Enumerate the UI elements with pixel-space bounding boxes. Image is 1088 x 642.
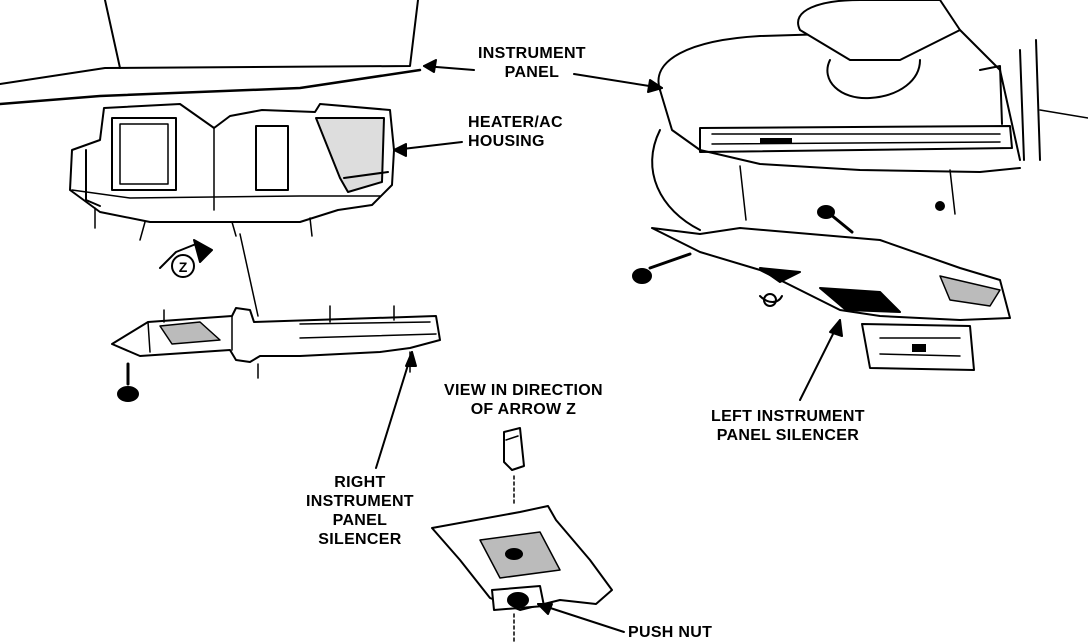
push-nut-label: PUSH NUT <box>628 623 712 642</box>
leader-lines <box>375 59 843 633</box>
screw-icon <box>117 362 139 402</box>
heater-ac-housing-drawing <box>69 103 395 241</box>
left-instrument-panel-silencer-label: LEFT INSTRUMENT PANEL SILENCER <box>711 407 865 445</box>
left-silencer-label-line-1: LEFT INSTRUMENT <box>711 408 865 425</box>
right-instrument-panel-silencer-label: RIGHT INSTRUMENT PANEL SILENCER <box>306 473 414 549</box>
screw-icon-right <box>632 201 945 284</box>
view-arrow-z-label-line-1: VIEW IN DIRECTION <box>444 382 603 399</box>
heater-ac-housing-label: HEATER/AC HOUSING <box>468 113 563 151</box>
left-side-dash-drawing <box>651 0 1088 231</box>
instrument-panel-label-line-1: INSTRUMENT <box>478 45 586 62</box>
view-arrow-z-label: VIEW IN DIRECTION OF ARROW Z <box>444 381 603 419</box>
right-silencer-label-line-3: PANEL <box>332 512 388 529</box>
heater-ac-housing-label-line-1: HEATER/AC <box>468 114 563 131</box>
push-nut-label-text: PUSH NUT <box>628 624 713 641</box>
right-silencer-label-line-1: RIGHT <box>334 474 386 491</box>
heater-ac-housing-label-line-2: HOUSING <box>468 133 545 150</box>
left-silencer-drawing <box>651 227 1011 371</box>
view-arrow-z-label-line-2: OF ARROW Z <box>470 401 577 418</box>
push-nut-detail-drawing <box>431 427 613 642</box>
arrow-z-letter: Z <box>179 259 188 275</box>
right-silencer-label-line-4: SILENCER <box>318 531 402 548</box>
right-silencer-label-line-2: INSTRUMENT <box>306 493 414 510</box>
arrow-z-icon: Z <box>159 239 213 278</box>
left-silencer-label-line-2: PANEL SILENCER <box>716 427 860 444</box>
left-instrument-panel-drawing <box>0 0 422 106</box>
instrument-panel-label: INSTRUMENT PANEL <box>478 44 586 82</box>
right-silencer-drawing <box>111 233 441 379</box>
instrument-panel-label-line-2: PANEL <box>504 64 560 81</box>
